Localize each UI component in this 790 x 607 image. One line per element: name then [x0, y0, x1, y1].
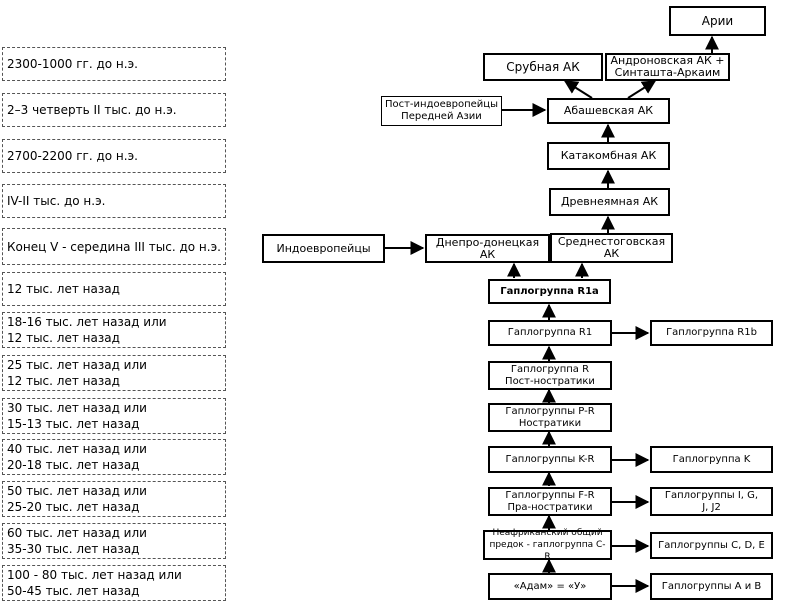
node-r1a: Гаплогруппа R1a [488, 279, 611, 304]
timeline-item: 40 тыс. лет назад или 20-18 тыс. лет наз… [2, 439, 226, 475]
node-andronovskaya: Андроновская АК + Синташта-Аркаим [605, 53, 730, 81]
timeline-item: 18-16 тыс. лет назад или 12 тыс. лет наз… [2, 312, 226, 348]
node-r1b: Гаплогруппа R1b [650, 320, 773, 346]
arrow-abashevskaya-andronovskaya [627, 80, 657, 99]
node-abashevskaya: Абашевская АК [547, 98, 670, 124]
node-cde: Гаплогруппы C, D, E [650, 532, 773, 559]
node-ab: Гаплогруппы A и B [650, 573, 773, 600]
node-dnepro: Днепро-донецкая АК [425, 234, 550, 263]
timeline-item: 2300-1000 гг. до н.э. [2, 47, 226, 81]
node-r1: Гаплогруппа R1 [488, 320, 612, 346]
arrow-abashevskaya-srubnaya [563, 80, 593, 99]
node-arii: Арии [669, 6, 766, 36]
node-pr: Гаплогруппы P-R Ностратики [488, 403, 612, 432]
timeline-item: 2700-2200 гг. до н.э. [2, 139, 226, 173]
timeline-item: 60 тыс. лет назад или 35-30 тыс. лет наз… [2, 523, 226, 559]
timeline-item: 100 - 80 тыс. лет назад или 50-45 тыс. л… [2, 565, 226, 601]
timeline-item: Конец V - середина III тыс. до н.э. [2, 228, 226, 265]
node-srednestog: Среднестоговская АК [550, 233, 673, 263]
timeline-item: 12 тыс. лет назад [2, 272, 226, 306]
timeline-item: 50 тыс. лет назад или 25-20 тыс. лет наз… [2, 481, 226, 517]
node-srubnaya: Срубная АК [483, 53, 603, 81]
node-adam: «Адам» = «У» [488, 573, 612, 600]
node-k: Гаплогруппа K [650, 446, 773, 473]
node-neafr: Неафриканский общий предок - гаплогруппа… [483, 528, 612, 562]
node-indoevropeitsy: Индоевропейцы [262, 234, 385, 263]
node-drevneyamnaya: Древнеямная АК [549, 188, 670, 216]
timeline-item: 30 тыс. лет назад или 15-13 тыс. лет наз… [2, 398, 226, 434]
node-post-ie: Пост-индоевропейцы Передней Азии [381, 96, 502, 126]
timeline-item: 25 тыс. лет назад или 12 тыс. лет назад [2, 355, 226, 391]
node-katakombnaya: Катакомбная АК [547, 142, 670, 170]
node-ij: Гаплогруппы I, G, J, J2 [650, 487, 773, 516]
node-kr: Гаплогруппы K-R [488, 446, 612, 473]
timeline-item: 2–3 четверть II тыс. до н.э. [2, 93, 226, 127]
node-r: Гаплогруппа R Пост-ностратики [488, 361, 612, 390]
node-fr: Гаплогруппы F-R Пра-ностратики [488, 487, 612, 516]
timeline-item: IV-II тыс. до н.э. [2, 184, 226, 218]
